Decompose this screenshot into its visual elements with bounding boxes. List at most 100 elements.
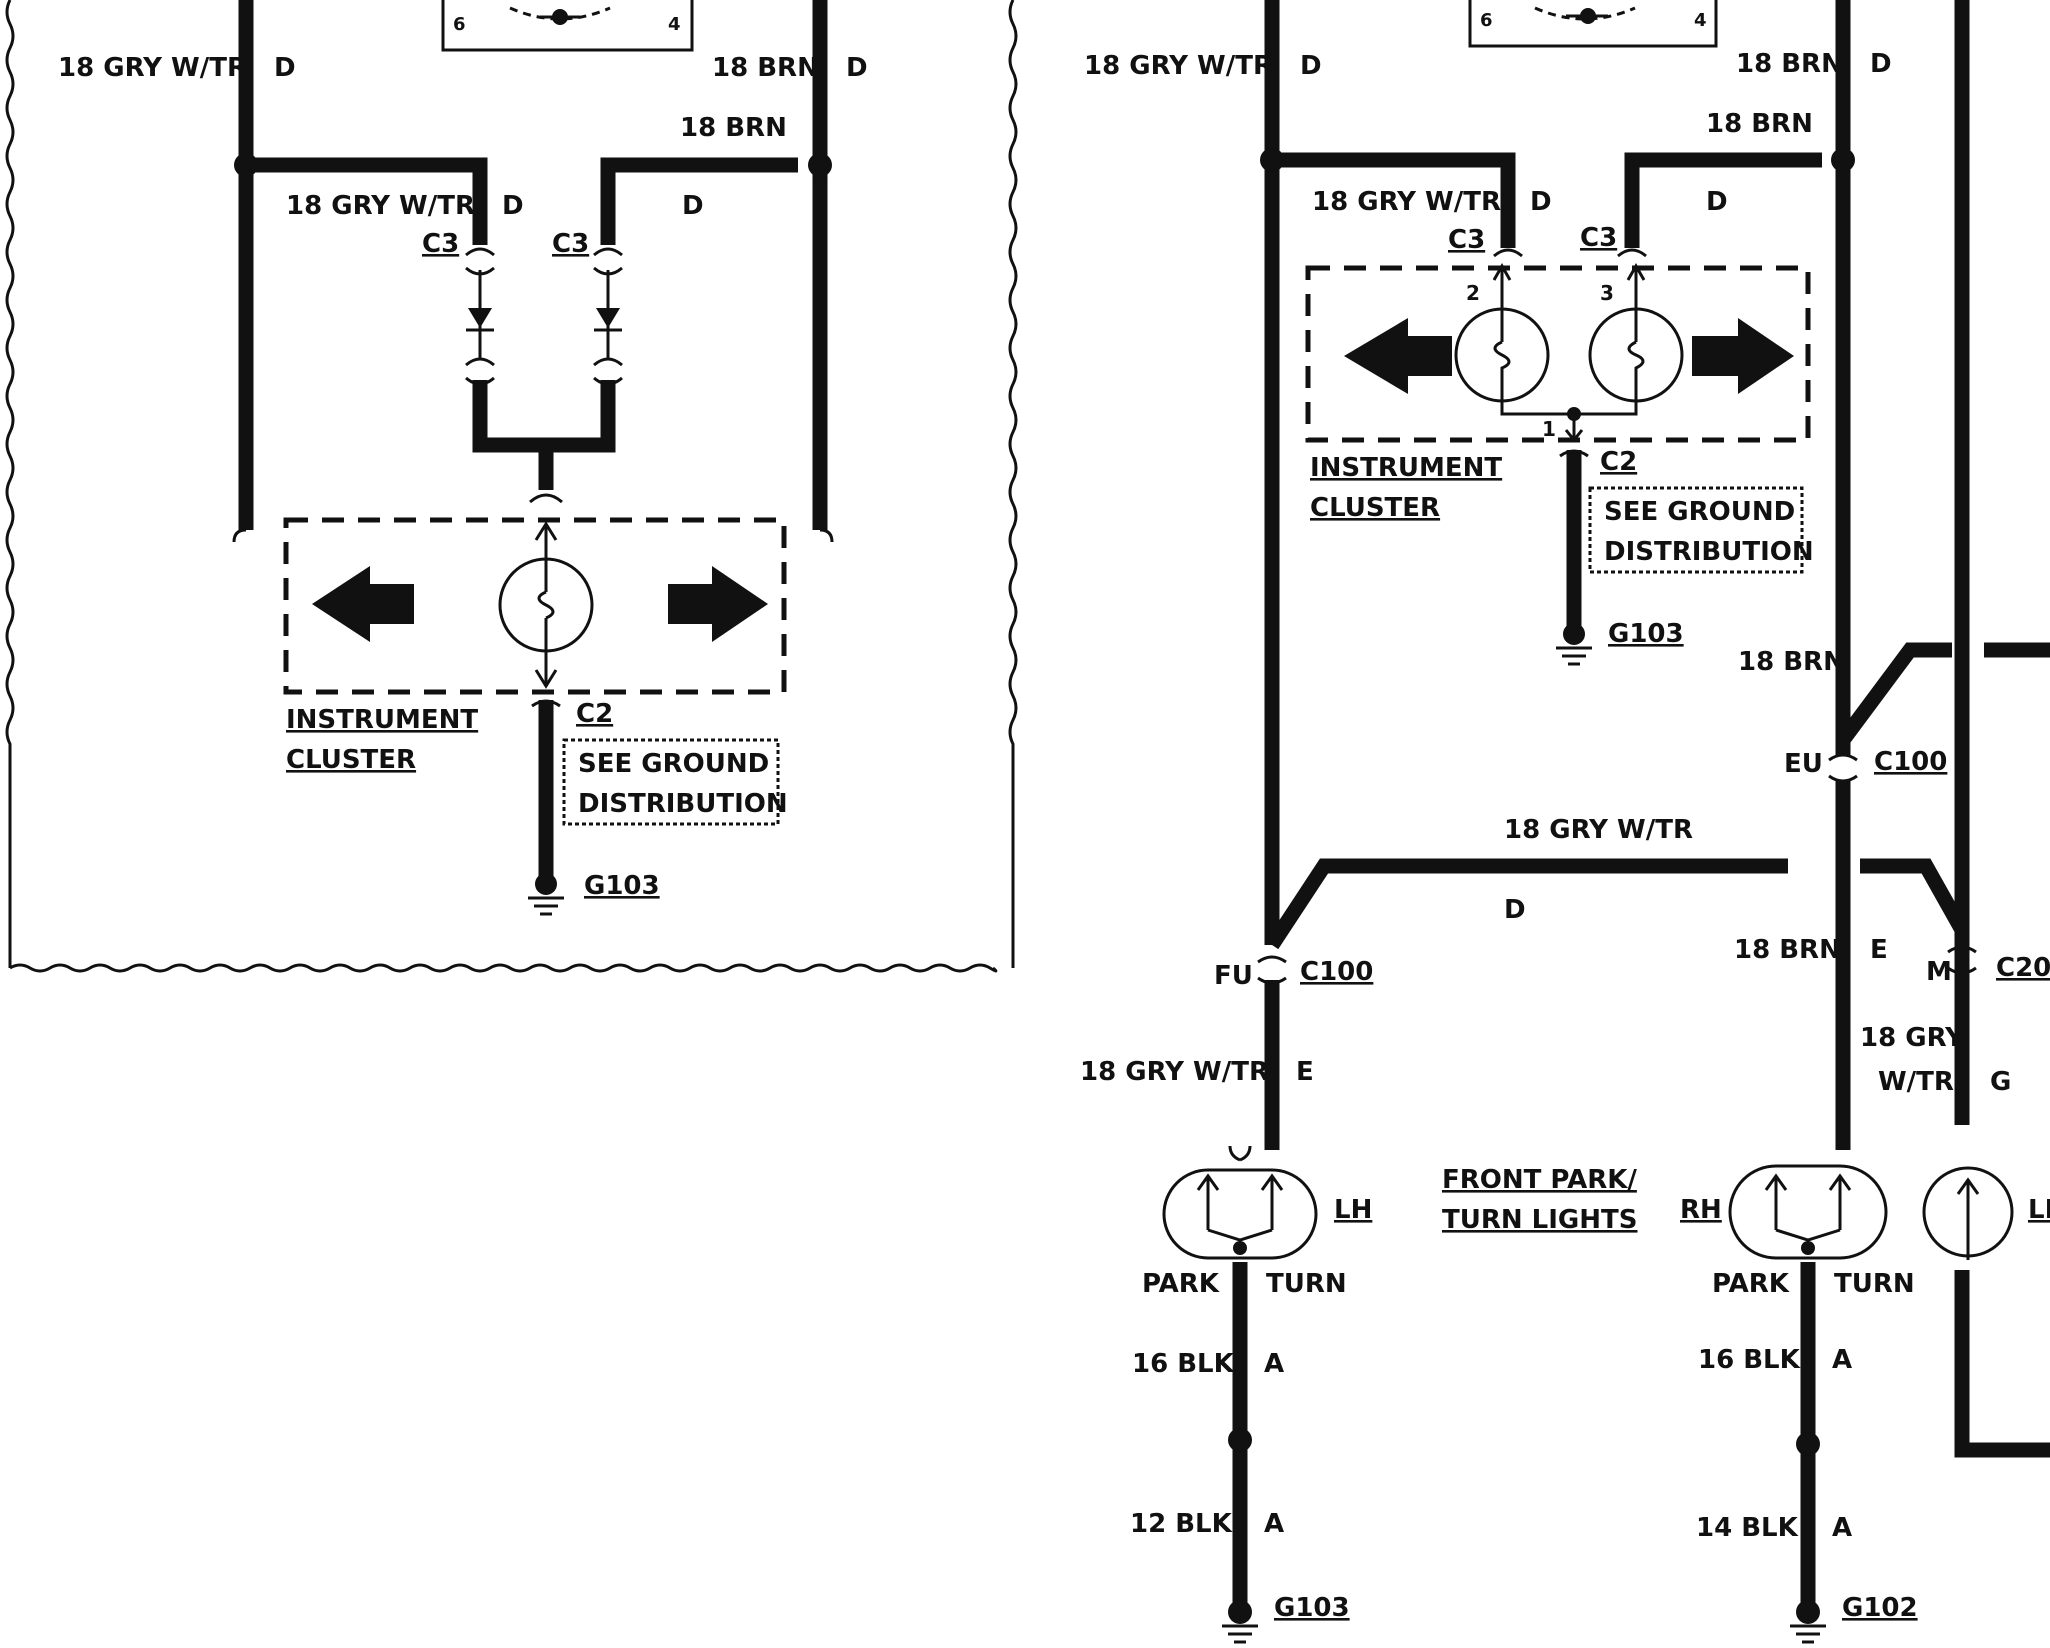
cluster-label: INSTRUMENT [286,705,478,735]
ground-label: G103 [1608,619,1684,649]
connector-label: FU [1214,961,1253,991]
connector-label: C100 [1300,957,1373,987]
circuit-label: A [1832,1345,1852,1375]
circuit-label: D [1504,895,1526,925]
wire-label: 18 GRY W/TR [1312,187,1501,217]
ground-icon [1228,1600,1252,1624]
wire-label: 18 GRY W/TR [1504,815,1693,845]
connector-label: C3 [552,229,589,259]
cluster-label: CLUSTER [286,745,416,775]
ground-label: G103 [584,871,660,901]
lamp-pin-label: PARK [1142,1269,1220,1299]
ground-note: DISTRIBUTION [578,789,788,819]
ground-note: SEE GROUND [578,749,769,779]
ground-icon [535,873,557,895]
wire-brn-branch [1624,152,1822,248]
splice [808,153,832,177]
wire-label: 18 BRN [1738,647,1845,677]
wire-label: 18 GRY W/TR [58,53,247,83]
pin-label: 1 [1542,417,1556,441]
wire-label: 18 BRN [680,113,787,143]
connector-label: C3 [1448,225,1485,255]
ground-icon [1796,1600,1820,1624]
wire-label: 18 BRN [1706,109,1813,139]
circuit-label: D [846,53,868,83]
wire-brn-branch [600,157,798,245]
lamp-icon [1728,1164,1888,1260]
lamp-label: LH [1334,1195,1372,1225]
wire-label: 16 BLK [1698,1345,1801,1375]
circuit-label: D [1530,187,1552,217]
lamp-label: RH [1680,1195,1722,1225]
ground-note-box [1588,486,1804,574]
switch-pin: 4 [1694,10,1707,31]
wire-label: 14 BLK [1696,1513,1799,1543]
connector-label: M [1926,957,1952,987]
section-title: TURN LIGHTS [1442,1205,1637,1235]
lamp-icon [1162,1168,1318,1260]
instrument-cluster-box [283,517,787,695]
ground-label: G103 [1274,1593,1350,1623]
wire-label: 18 GRY W/TR [1080,1057,1269,1087]
wire-gry-branch [246,157,488,245]
ground-icon [1563,623,1585,645]
wire-gry-branch [1272,152,1516,248]
lamp-pin-label: PARK [1712,1269,1790,1299]
panel-border [5,0,1018,968]
switch-box [441,0,694,52]
ground-label: G102 [1842,1593,1918,1623]
circuit-label: D [274,53,296,83]
splice [1831,148,1855,172]
lamp-pin-label: TURN [1834,1269,1915,1299]
switch-pin: 4 [668,14,681,35]
lamp-pin-label: TURN [1266,1269,1347,1299]
circuit-label: E [1870,935,1888,965]
connector-label: C2 [576,699,613,729]
wire-label: 18 BRN [1736,49,1843,79]
connector-label: C3 [1580,223,1617,253]
right-arrow-icon [1692,318,1794,394]
wire-brn-cross [1836,642,2050,745]
section-title: FRONT PARK/ [1442,1165,1637,1195]
wire-label: W/TR [1878,1067,1954,1097]
circuit-label: D [682,191,704,221]
wire-join [472,380,616,453]
circuit-label: E [1296,1057,1314,1087]
wire-label: 18 GRY [1860,1023,1965,1053]
connector-label: C3 [422,229,459,259]
panel-border-bottom [9,963,998,973]
pin-label: 2 [1466,281,1480,305]
circuit-label: D [1300,51,1322,81]
right-panel: 6 4 [1080,0,2050,1644]
circuit-label: A [1832,1513,1852,1543]
wire-label: 16 BLK [1132,1349,1235,1379]
wire-label: 12 BLK [1130,1509,1233,1539]
connector-label: C200 [1996,953,2050,983]
lamp-label: LH [2028,1195,2050,1225]
circuit-label: A [1264,1349,1284,1379]
left-arrow-icon [312,566,414,642]
instrument-cluster-box [1305,265,1811,443]
circuit-label: D [1870,49,1892,79]
wire-label: 18 BRN [1734,935,1841,965]
ground-note: DISTRIBUTION [1604,537,1814,567]
ground-note-box [562,738,780,826]
cluster-label: INSTRUMENT [1310,453,1502,483]
wire-gry-cross [1265,858,1969,950]
left-arrow-icon [1344,318,1452,394]
circuit-label: D [1706,187,1728,217]
splice [1228,1428,1252,1452]
connector-label: EU [1784,749,1823,779]
cluster-label: CLUSTER [1310,493,1440,523]
switch-contact [509,6,611,21]
switch-pin: 6 [453,14,466,35]
connector-label: C2 [1600,447,1637,477]
switch-pin: 6 [1480,10,1493,31]
wire-label: 18 GRY W/TR [286,191,475,221]
ground-note: SEE GROUND [1604,497,1795,527]
wire-label: 18 GRY W/TR [1084,51,1273,81]
connector-label: C100 [1874,747,1947,777]
circuit-label: D [502,191,524,221]
left-panel: 6 4 [5,0,1018,973]
